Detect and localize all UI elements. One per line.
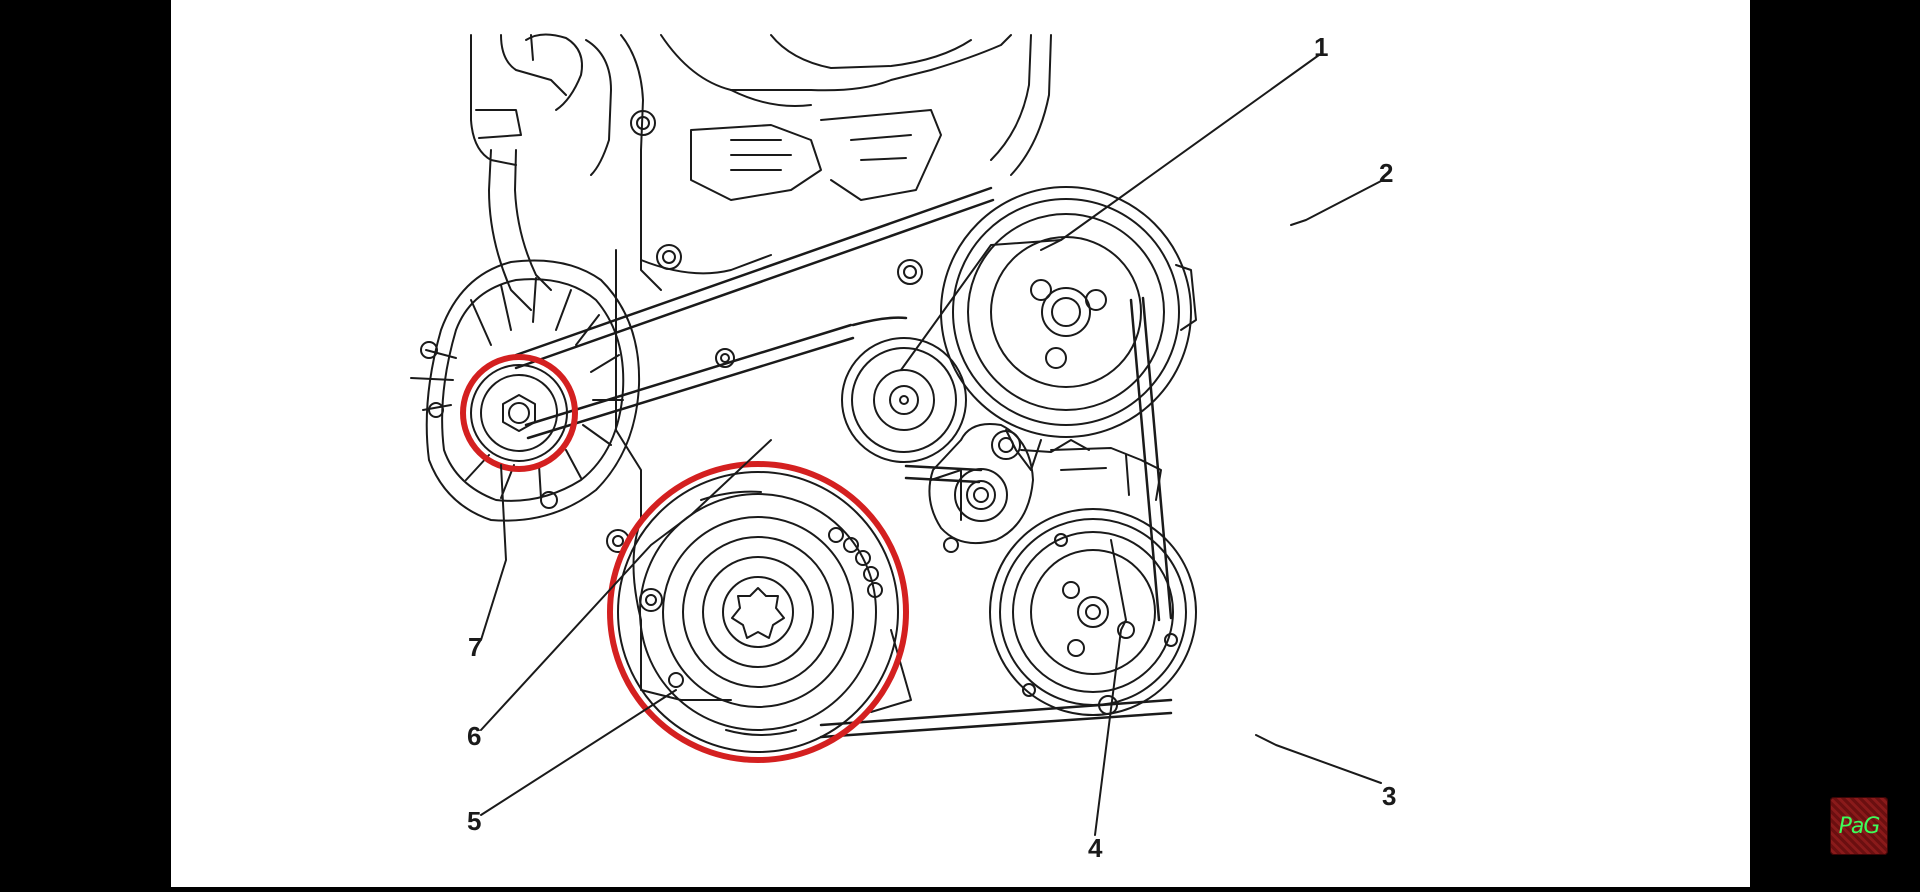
highlight-circle-crankshaft	[607, 461, 909, 763]
callout-4: 4	[1088, 833, 1103, 863]
idler-pulley	[841, 337, 967, 463]
watermark-text: PaG	[1838, 813, 1881, 839]
ac-compressor-pulley	[989, 447, 1197, 716]
channel-watermark: PaG	[1830, 797, 1888, 855]
belt-routing-diagram: 1 2 3 4 5 6 7	[410, 32, 1396, 863]
crankshaft-pulley	[617, 471, 899, 753]
callout-labels: 1 2 3 4 5 6 7	[467, 32, 1396, 863]
power-steering-pulley	[940, 186, 1197, 438]
alternator-pulley	[470, 364, 568, 462]
highlight-circle-alternator	[460, 354, 578, 472]
diagram-panel: 1 2 3 4 5 6 7	[171, 0, 1750, 887]
belt-tensioner	[928, 423, 1034, 553]
highlight-markers	[460, 354, 909, 763]
callout-5: 5	[467, 806, 481, 836]
callout-6: 6	[467, 721, 481, 751]
callout-1: 1	[1314, 32, 1328, 62]
engine-block-outline	[470, 33, 1090, 713]
callout-7: 7	[468, 632, 482, 662]
callout-2: 2	[1379, 158, 1393, 188]
callout-3: 3	[1382, 781, 1396, 811]
alternator-housing	[410, 259, 641, 522]
drive-belt	[514, 186, 1173, 739]
callout-leader-lines	[480, 54, 1384, 836]
